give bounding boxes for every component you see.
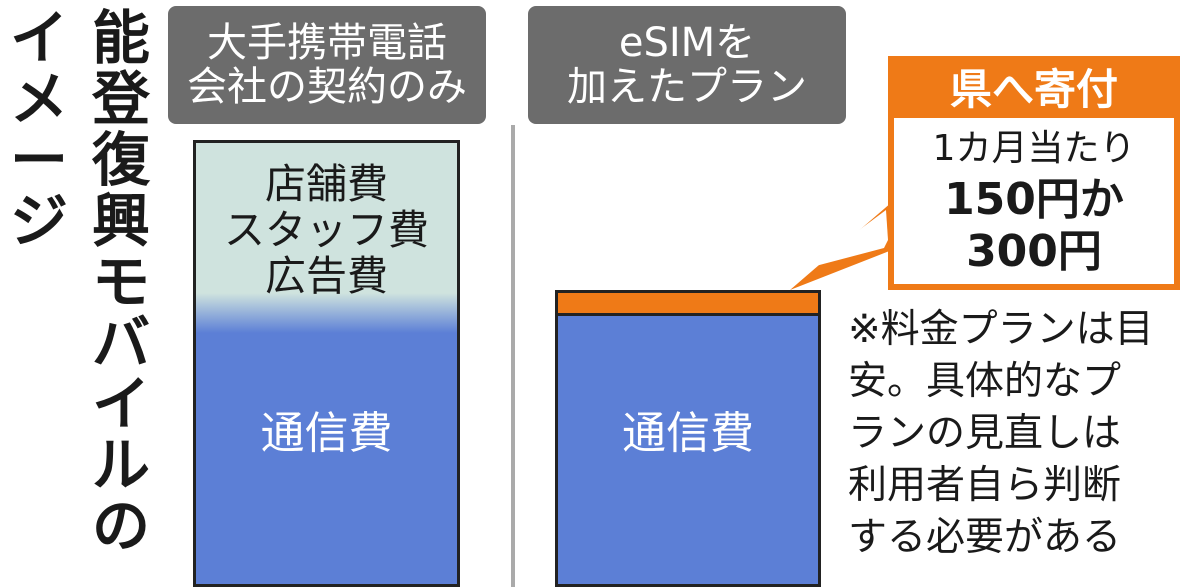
comm-segment-right-label: 通信費 bbox=[622, 408, 754, 459]
title-column-1: 能 登 復 興 モ バ イ ル の bbox=[91, 4, 150, 560]
callout-pointer bbox=[790, 202, 900, 290]
segment-transition bbox=[196, 293, 457, 333]
right-panel-header: eSIMを 加えたプラン bbox=[528, 6, 846, 124]
donation-segment bbox=[558, 293, 818, 316]
right-bar: 通信費 bbox=[555, 290, 821, 587]
left-panel-header: 大手携帯電話 会社の契約のみ bbox=[168, 6, 486, 124]
comm-segment-left bbox=[196, 333, 457, 584]
callout-line-2: 150円か bbox=[944, 174, 1124, 225]
cost-segment-label: 店舗費 スタッフ費 広告費 bbox=[224, 160, 429, 300]
callout-line-1: 1カ月当たり bbox=[932, 128, 1136, 169]
left-bar: 店舗費 スタッフ費 広告費 通信費 bbox=[193, 140, 460, 587]
disclaimer-note: ※料金プランは目 安。具体的なプ ランの見直しは 利用者自ら判断 する必要がある bbox=[848, 307, 1154, 560]
callout-box: 1カ月当たり 150円か 300円 bbox=[888, 112, 1180, 290]
comm-segment-left-label: 通信費 bbox=[260, 408, 393, 459]
comm-segment-right bbox=[558, 316, 818, 584]
cost-segment bbox=[196, 143, 457, 303]
callout-heading: 県へ寄付 bbox=[888, 56, 1180, 116]
panel-divider bbox=[511, 125, 515, 587]
title-column-2: イ メ ー ジ bbox=[9, 4, 68, 255]
callout-line-3: 300円 bbox=[966, 226, 1102, 277]
